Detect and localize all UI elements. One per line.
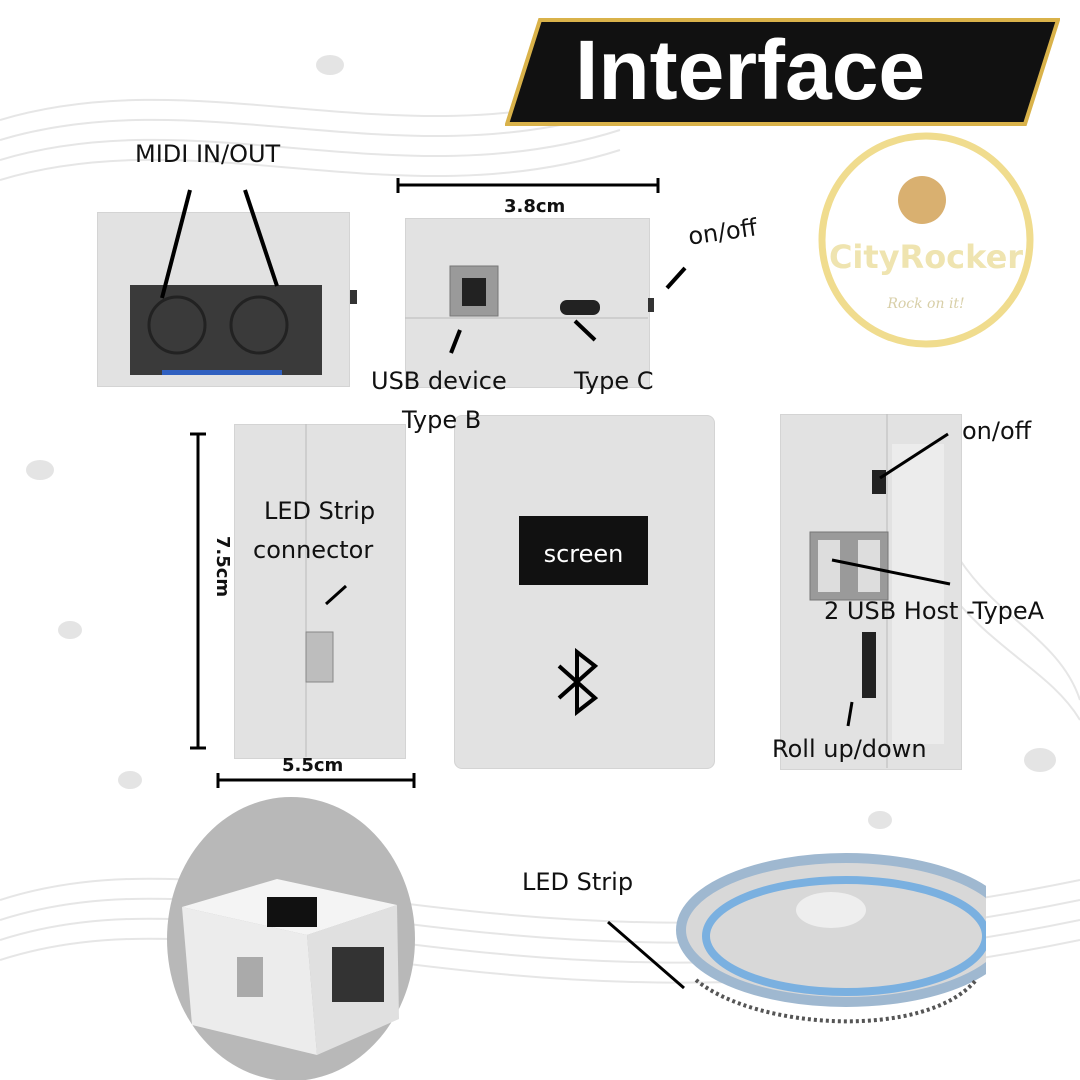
height-label: 7.5cm bbox=[212, 535, 234, 598]
midi-ports bbox=[130, 189, 357, 375]
type-c-label: Type C bbox=[574, 367, 654, 395]
led-connector-label-2: connector bbox=[253, 536, 374, 564]
usb-ports bbox=[405, 265, 687, 354]
led-strip-reel bbox=[607, 853, 986, 1024]
led-strip-label: LED Strip bbox=[522, 868, 634, 896]
usb-side-view bbox=[405, 218, 650, 388]
width-dimension-line bbox=[396, 178, 660, 193]
roll-label: Roll up/down bbox=[772, 735, 927, 763]
title-banner bbox=[505, 18, 1060, 126]
front-view bbox=[454, 415, 715, 769]
midi-label: MIDI IN/OUT bbox=[135, 140, 281, 168]
product-photo bbox=[167, 797, 415, 1080]
type-b-label: Type B bbox=[402, 406, 482, 434]
usb-host-label: 2 USB Host -TypeA bbox=[824, 597, 1045, 625]
depth-label: 5.5cm bbox=[282, 755, 344, 776]
svg-text:Rock on it!: Rock on it! bbox=[886, 296, 964, 312]
bluetooth-icon bbox=[557, 648, 599, 716]
cityrocker-logo: CityRocker Rock on it! bbox=[818, 132, 1034, 348]
oled-screen: screen bbox=[519, 516, 648, 585]
width-label: 3.8cm bbox=[504, 196, 566, 217]
led-port bbox=[305, 424, 348, 757]
usb-device-label: USB device bbox=[371, 367, 507, 395]
led-connector-label-1: LED Strip bbox=[264, 497, 376, 525]
depth-dimension-line bbox=[216, 773, 416, 788]
onoff-side-label: on/off bbox=[962, 417, 1032, 445]
host-ports bbox=[809, 414, 951, 768]
screen-label: screen bbox=[543, 540, 624, 568]
height-dimension-line bbox=[190, 432, 206, 750]
page-title: Interface bbox=[575, 23, 926, 117]
led-side-view bbox=[234, 424, 406, 759]
svg-text:CityRocker: CityRocker bbox=[829, 238, 1023, 276]
